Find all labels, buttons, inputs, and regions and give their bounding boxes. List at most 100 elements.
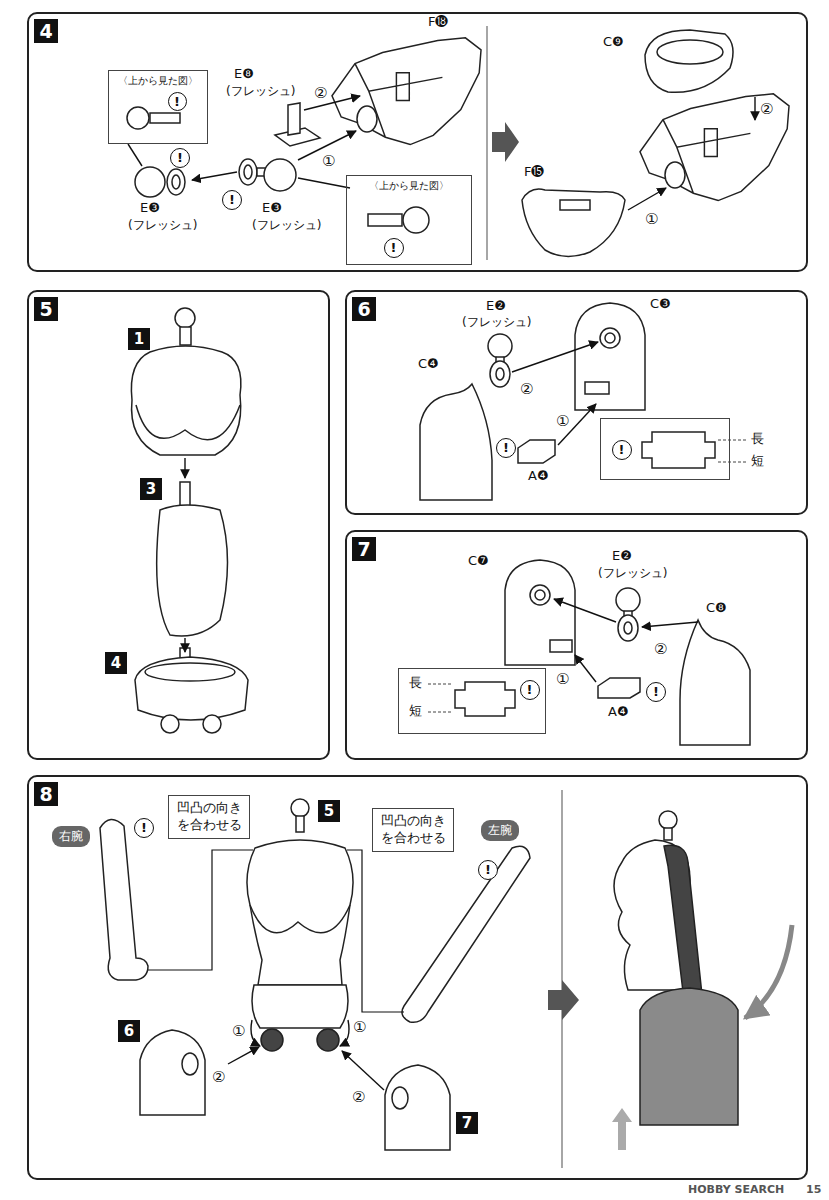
page-number: 15 — [806, 1183, 821, 1196]
step4-parts — [127, 107, 149, 129]
step4-assembled — [560, 200, 590, 210]
assembly-arrow — [192, 172, 237, 180]
part-number: C❸ — [650, 296, 671, 312]
order-number: ① — [322, 152, 335, 170]
step8-result — [664, 845, 702, 1000]
caution-sign: ! — [135, 819, 153, 836]
step7-parts — [535, 590, 545, 600]
part-number: E❸ — [140, 200, 160, 216]
order-number: ② — [760, 100, 773, 118]
order-number: ② — [314, 84, 327, 102]
step-number: 5 — [34, 297, 58, 321]
step-number: 6 — [352, 297, 376, 321]
step4-parts — [264, 159, 296, 191]
panel-divider — [486, 26, 488, 260]
dimension-guide — [428, 684, 452, 685]
assembly-arrow — [184, 458, 185, 478]
next-arrow — [548, 980, 579, 1020]
step8-parts — [140, 1030, 205, 1115]
watermark: HOBBY SEARCH — [688, 1183, 784, 1196]
step-number: 4 — [34, 19, 58, 43]
step4-parts — [135, 167, 165, 197]
step7-parts — [550, 640, 572, 652]
step6-parts — [585, 382, 609, 394]
step5-parts — [145, 663, 235, 681]
order-number: ① — [556, 412, 569, 430]
step4-assembled — [657, 40, 723, 64]
step4-assembled — [640, 94, 789, 201]
orientation-inset: 長短! — [600, 418, 730, 480]
order-number: ① — [645, 210, 658, 228]
step-panel: 6! 長短! — [345, 290, 808, 515]
step4-assembled — [665, 162, 685, 188]
assembly-arrow — [575, 655, 596, 682]
step5-parts — [157, 505, 228, 636]
step8-result — [659, 811, 677, 829]
dimension-mark: 長 — [751, 431, 764, 447]
caution-mark: ! — [520, 680, 540, 700]
step4-parts — [167, 169, 185, 195]
step8-result — [664, 828, 672, 840]
part-badge: 右腕 — [52, 826, 90, 847]
step8-result — [640, 988, 738, 1125]
step8-parts — [291, 799, 309, 817]
step5-parts — [131, 308, 248, 733]
alignment-note: 凹凸の向きを合わせる — [168, 795, 250, 839]
step5-parts — [131, 346, 241, 455]
caution-sign: ! — [171, 149, 189, 166]
step7-parts — [680, 620, 750, 745]
leader-line — [347, 850, 404, 1012]
step8-parts — [182, 1053, 198, 1075]
step4-parts — [403, 207, 429, 233]
part-note: (フレッシュ) — [598, 566, 667, 580]
part-number: C❹ — [418, 356, 439, 372]
caution-mark: ! — [222, 190, 242, 210]
step4-parts — [127, 38, 481, 233]
step6-parts — [518, 440, 555, 463]
step7-parts — [455, 560, 750, 745]
step4-assembled — [522, 189, 625, 256]
caution-sign: ! — [479, 861, 497, 878]
motion-arrow — [612, 1108, 632, 1150]
orientation-inset: 長短! — [398, 668, 546, 734]
part-badge: 左腕 — [481, 820, 519, 841]
part-note: (フレッシュ) — [226, 84, 295, 98]
dimension-mark: 長 — [409, 675, 422, 691]
part-number: C❼ — [468, 553, 489, 569]
step4-parts — [239, 159, 257, 185]
step7-parts — [530, 585, 550, 605]
step7-parts — [616, 588, 640, 612]
part-number: C❾ — [603, 34, 624, 50]
step6-parts — [490, 361, 510, 387]
step6-parts — [575, 303, 645, 410]
view-caption: 〈上から見た図〉 — [347, 176, 471, 193]
step8-parts — [317, 1029, 339, 1051]
caution-sign: ! — [497, 439, 515, 456]
step7-parts — [618, 615, 638, 641]
step8-parts — [250, 905, 350, 933]
step4-parts — [332, 38, 481, 145]
step6-parts — [496, 368, 504, 380]
assembly-arrow — [184, 638, 185, 652]
caution-sign: ! — [385, 239, 403, 256]
step8-parts — [296, 816, 304, 832]
caution-mark: ! — [134, 818, 154, 838]
note-text: 凹凸の向きを合わせる — [175, 800, 243, 834]
step8-parts — [100, 819, 148, 980]
step5-parts — [175, 308, 195, 328]
motion-arrow — [612, 925, 792, 1150]
assembly-arrow — [340, 1020, 349, 1046]
step-panel: 5134 — [27, 290, 330, 760]
subassembly-number: 4 — [105, 652, 127, 674]
assembly-arrow — [628, 188, 666, 210]
top-view-box: 〈上から見た図〉! — [346, 175, 472, 265]
step6-parts — [600, 328, 620, 348]
part-number: A❹ — [528, 468, 549, 484]
step8-parts — [252, 985, 348, 1028]
step7-parts — [455, 682, 515, 716]
step4-parts — [288, 103, 300, 135]
caution-mark: ! — [384, 238, 404, 258]
step-number: 7 — [352, 537, 376, 561]
caution-sign: ! — [223, 191, 241, 208]
